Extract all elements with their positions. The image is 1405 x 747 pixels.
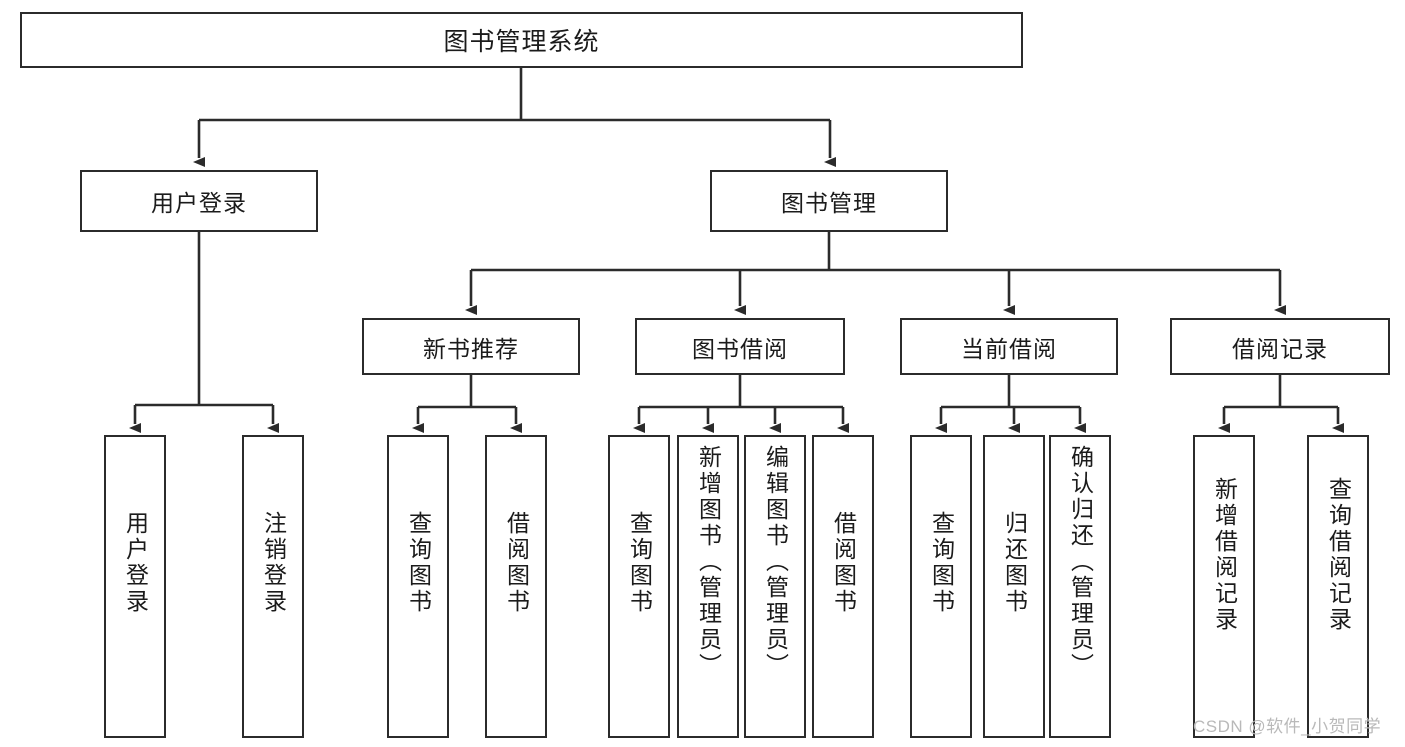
node-book-borrow[interactable]: 图书借阅 — [635, 318, 845, 375]
node-current-borrow-label: 当前借阅 — [961, 335, 1057, 362]
node-leaf-query-book-3-label: 查询图书 — [928, 511, 955, 615]
node-borrow-record[interactable]: 借阅记录 — [1170, 318, 1390, 375]
node-leaf-user-login-label: 用户登录 — [122, 511, 149, 615]
node-leaf-user-login[interactable]: 用户登录 — [104, 435, 166, 738]
node-leaf-confirm-return-admin-label: 确认归还（管理员） — [1067, 445, 1094, 679]
node-leaf-borrow-book-1[interactable]: 借阅图书 — [485, 435, 547, 738]
node-user-login[interactable]: 用户登录 — [80, 170, 318, 232]
node-root-label: 图书管理系统 — [443, 28, 600, 56]
node-leaf-query-book-2-label: 查询图书 — [626, 511, 653, 615]
node-book-management-label: 图书管理 — [781, 190, 877, 216]
node-leaf-add-book-admin-label: 新增图书（管理员） — [695, 445, 722, 679]
node-leaf-query-borrow-record[interactable]: 查询借阅记录 — [1307, 435, 1369, 738]
node-leaf-confirm-return-admin[interactable]: 确认归还（管理员） — [1049, 435, 1111, 738]
node-book-borrow-label: 图书借阅 — [692, 335, 788, 362]
node-leaf-query-book-2[interactable]: 查询图书 — [608, 435, 670, 738]
csdn-watermark: CSDN @软件_小贺同学 — [1193, 717, 1382, 736]
node-current-borrow[interactable]: 当前借阅 — [900, 318, 1118, 375]
node-leaf-query-book-1-label: 查询图书 — [405, 511, 432, 615]
node-leaf-add-borrow-record-label: 新增借阅记录 — [1211, 477, 1238, 633]
node-leaf-edit-book-admin-label: 编辑图书（管理员） — [762, 445, 789, 679]
node-leaf-return-book[interactable]: 归还图书 — [983, 435, 1045, 738]
node-leaf-add-borrow-record[interactable]: 新增借阅记录 — [1193, 435, 1255, 738]
node-leaf-borrow-book-1-label: 借阅图书 — [503, 511, 530, 615]
node-book-management[interactable]: 图书管理 — [710, 170, 948, 232]
node-leaf-user-logout[interactable]: 注销登录 — [242, 435, 304, 738]
node-leaf-edit-book-admin[interactable]: 编辑图书（管理员） — [744, 435, 806, 738]
node-new-book-recommend[interactable]: 新书推荐 — [362, 318, 580, 375]
node-leaf-borrow-book-2-label: 借阅图书 — [830, 511, 857, 615]
node-root[interactable]: 图书管理系统 — [20, 12, 1023, 68]
node-leaf-borrow-book-2[interactable]: 借阅图书 — [812, 435, 874, 738]
node-borrow-record-label: 借阅记录 — [1232, 335, 1328, 362]
node-new-book-recommend-label: 新书推荐 — [423, 335, 519, 362]
node-leaf-return-book-label: 归还图书 — [1001, 511, 1028, 615]
node-leaf-user-logout-label: 注销登录 — [260, 511, 287, 615]
node-leaf-add-book-admin[interactable]: 新增图书（管理员） — [677, 435, 739, 738]
node-leaf-query-book-3[interactable]: 查询图书 — [910, 435, 972, 738]
node-leaf-query-book-1[interactable]: 查询图书 — [387, 435, 449, 738]
node-leaf-query-borrow-record-label: 查询借阅记录 — [1325, 477, 1352, 633]
node-user-login-label: 用户登录 — [151, 190, 247, 216]
